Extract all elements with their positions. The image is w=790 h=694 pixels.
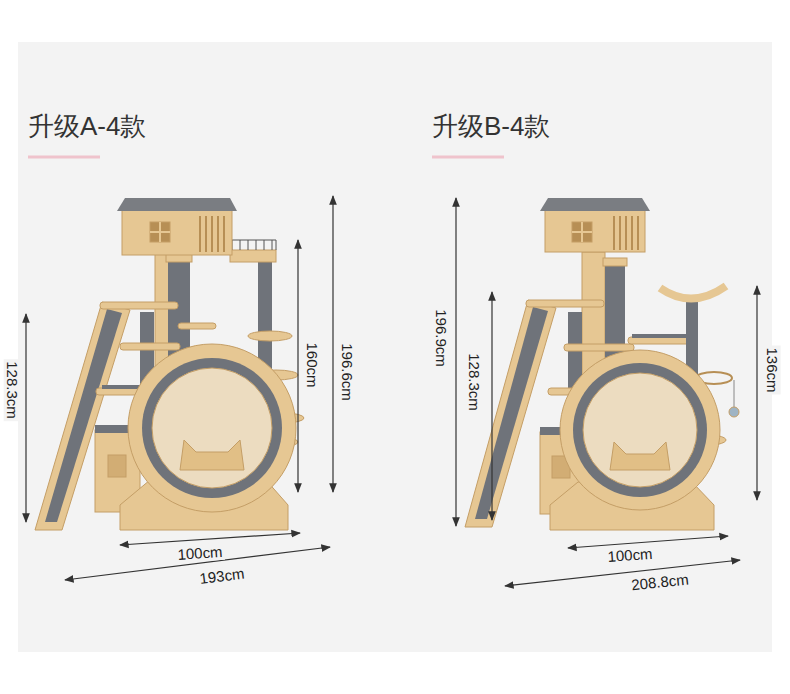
dimension-label: 100cm <box>175 543 225 564</box>
heading-underline <box>28 156 100 159</box>
dimension-label: 128.3cm <box>3 359 20 421</box>
model-heading: 升级B-4款 <box>432 112 550 142</box>
dimension-label: 196.6cm <box>338 341 355 403</box>
dimension-label: 100cm <box>605 545 655 566</box>
dimension-lines <box>26 196 757 586</box>
model-heading: 升级A-4款 <box>28 112 146 142</box>
cat-tree-a <box>35 198 304 530</box>
panel-ground <box>18 42 772 652</box>
dimension-label: 160cm <box>303 340 320 389</box>
dimension-label: 136cm <box>763 345 780 394</box>
heading-underline <box>432 156 504 159</box>
dimension-label: 128.3cm <box>465 351 482 413</box>
cat-tree-b <box>465 198 739 530</box>
dimension-label: 196.9cm <box>432 307 449 369</box>
